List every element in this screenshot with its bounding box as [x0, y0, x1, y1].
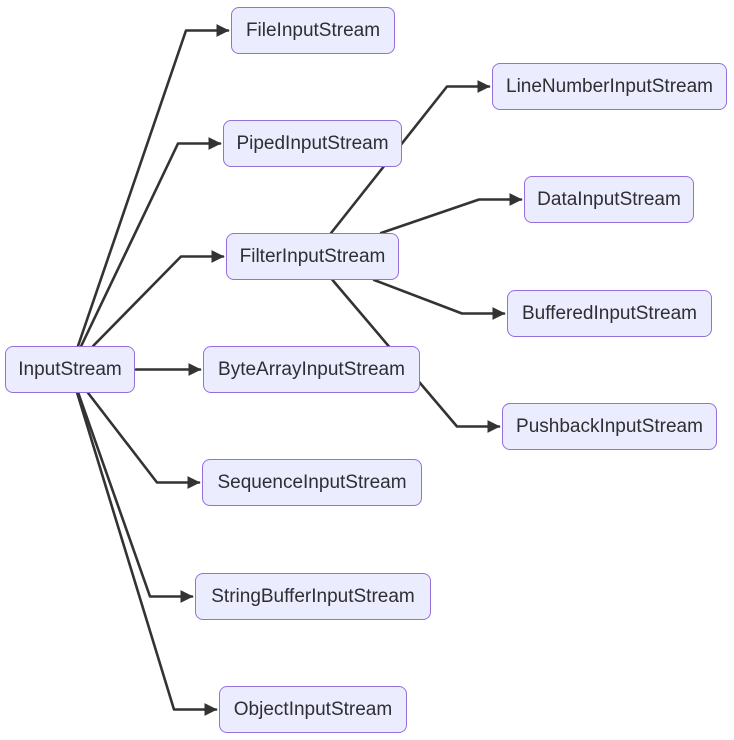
edge-InputStream-FileInputStream — [76, 24, 230, 348]
node-line-number-input-stream: LineNumberInputStream — [492, 63, 727, 110]
node-object-input-stream: ObjectInputStream — [219, 686, 407, 733]
node-piped-input-stream: PipedInputStream — [223, 120, 402, 167]
edge-InputStream-StringBufferInputStream — [77, 391, 194, 603]
node-string-buffer-input-stream: StringBufferInputStream — [195, 573, 431, 620]
node-data-input-stream: DataInputStream — [524, 176, 694, 223]
node-byte-array-input-stream: ByteArrayInputStream — [203, 346, 420, 393]
node-file-input-stream: FileInputStream — [231, 7, 395, 54]
edge-InputStream-PipedInputStream — [79, 137, 222, 348]
node-pushback-input-stream: PushbackInputStream — [502, 403, 717, 450]
edge-InputStream-FilterInputStream — [91, 250, 225, 348]
edge-InputStream-SequenceInputStream — [86, 391, 201, 489]
node-buffered-input-stream: BufferedInputStream — [507, 290, 712, 337]
edge-InputStream-ObjectInputStream — [75, 391, 218, 716]
node-filter-input-stream: FilterInputStream — [226, 233, 399, 280]
node-input-stream: InputStream — [5, 346, 135, 393]
node-sequence-input-stream: SequenceInputStream — [202, 459, 422, 506]
edge-FilterInputStream-DataInputStream — [379, 193, 523, 235]
edge-FilterInputStream-BufferedInputStream — [372, 278, 506, 320]
